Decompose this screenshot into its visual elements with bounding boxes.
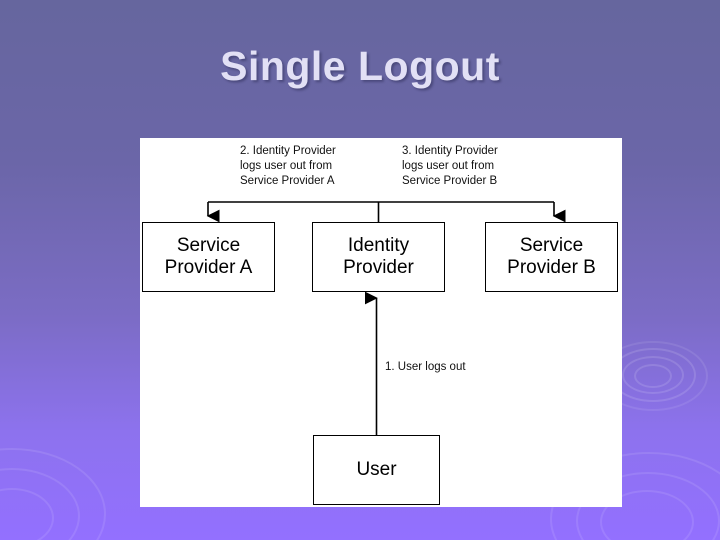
ripple-ring	[0, 468, 80, 540]
node-identity-provider[interactable]: Identity Provider	[312, 222, 445, 292]
step-2-label: 2. Identity Provider logs user out from …	[240, 145, 336, 187]
node-user[interactable]: User	[313, 435, 440, 505]
ripple-ring	[0, 488, 54, 540]
node-service-provider-b[interactable]: Service Provider B	[485, 222, 618, 292]
ripple-ring	[634, 364, 672, 388]
diagram-canvas: 2. Identity Provider logs user out from …	[140, 138, 622, 507]
ripple-ring	[0, 448, 106, 540]
ripple-decoration-left	[0, 430, 106, 540]
slide-title: Single Logout	[220, 43, 500, 89]
ripple-ring	[610, 348, 696, 402]
node-service-provider-a[interactable]: Service Provider A	[142, 222, 275, 292]
ripple-ring	[622, 356, 684, 394]
diagram-connectors	[206, 201, 566, 435]
step-1-label: 1. User logs out	[385, 361, 466, 373]
step-3-label: 3. Identity Provider logs user out from …	[402, 145, 498, 187]
